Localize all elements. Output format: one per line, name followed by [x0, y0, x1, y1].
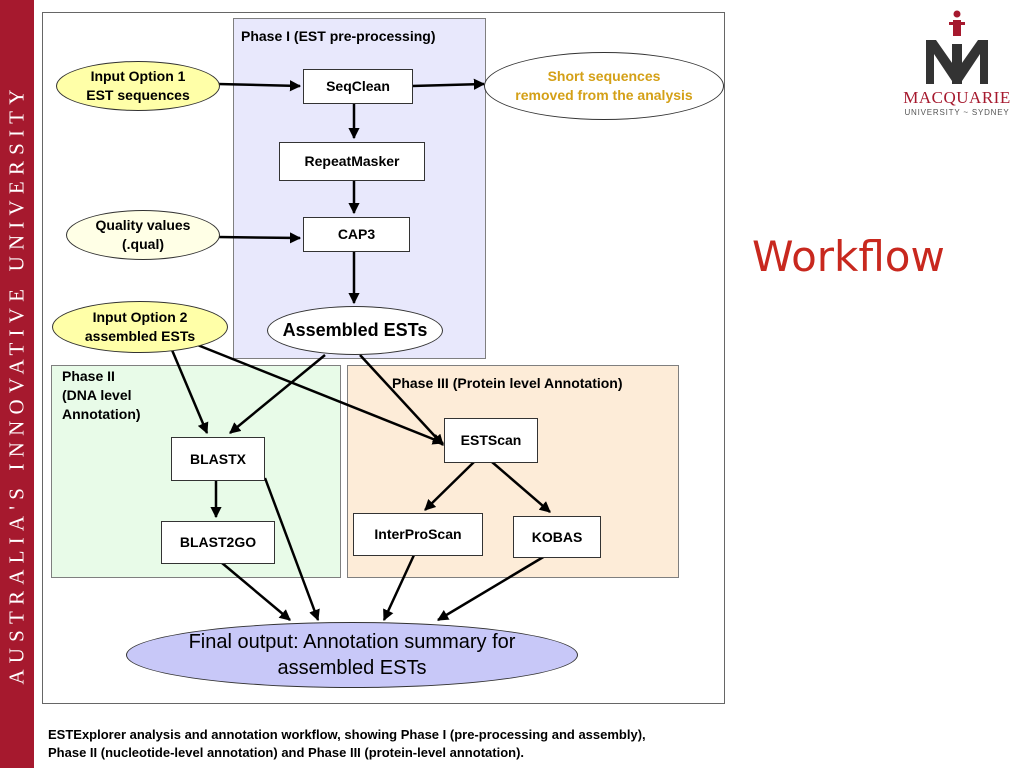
phase1-title: Phase I (EST pre-processing) [241, 28, 436, 44]
arrow-assembled-estscan [359, 354, 444, 446]
macquarie-logo: MACQUARIE UNIVERSITY ~ SYDNEY [895, 8, 1019, 120]
macquarie-crest-icon [926, 10, 988, 84]
cap3-box: CAP3 [303, 217, 410, 252]
assembled-ests-ellipse: Assembled ESTs [267, 306, 443, 355]
arrow-interproscan-final [382, 554, 416, 622]
phase2-title-line1: Phase II [62, 368, 115, 384]
arrow-input2-estscan [179, 336, 445, 445]
input-option2-ellipse: Input Option 2 assembled ESTs [52, 301, 228, 353]
short-sequences-ellipse: Short sequences removed from the analysis [484, 52, 724, 120]
blast2go-box: BLAST2GO [161, 521, 275, 564]
arrow-estscan-interproscan [424, 461, 475, 511]
phase2-title-line3: Annotation) [62, 406, 141, 422]
input-option1-ellipse: Input Option 1 EST sequences [56, 61, 220, 111]
final-output-line2: assembled ESTs [277, 657, 427, 679]
final-output-line1: Final output: Annotation summary for [188, 631, 516, 653]
arrow-estscan-kobas [491, 461, 551, 513]
seqclean-box: SeqClean [303, 69, 413, 104]
slide-title: Workflow [752, 232, 945, 281]
arrow-input1-seqclean [217, 80, 302, 92]
caption-line1: ESTExplorer analysis and annotation work… [48, 727, 646, 742]
quality-values-line1: Quality values [95, 217, 191, 233]
arrow-input2-blastx [170, 349, 209, 435]
short-sequences-line2: removed from the analysis [515, 87, 693, 103]
arrow-assembled-blastx [229, 354, 326, 434]
quality-values-line2: (.qual) [122, 236, 164, 252]
arrow-seqclean-short [411, 78, 486, 90]
kobas-box: KOBAS [513, 516, 601, 558]
repeatmasker-box: RepeatMasker [279, 142, 425, 181]
input-option1-line1: Input Option 1 [90, 68, 186, 84]
blastx-box: BLASTX [171, 437, 265, 481]
arrow-blastx-final [263, 477, 320, 622]
input-option2-line1: Input Option 2 [92, 309, 188, 325]
final-output-ellipse: Final output: Annotation summary for asse… [126, 622, 578, 688]
arrow-blast2go-final [221, 562, 291, 621]
arrow-kobas-final [437, 554, 546, 622]
sidebar-banner: AUSTRALIA'S INNOVATIVE UNIVERSITY [0, 0, 34, 768]
figure-caption: ESTExplorer analysis and annotation work… [48, 726, 848, 762]
logo-subtitle: UNIVERSITY ~ SYDNEY [904, 108, 1010, 117]
short-sequences-line1: Short sequences [547, 68, 661, 84]
phase3-title: Phase III (Protein level Annotation) [392, 375, 623, 391]
logo-name: MACQUARIE [903, 88, 1011, 107]
estscan-box: ESTScan [444, 418, 538, 463]
arrow-quality-cap3 [217, 232, 302, 244]
phase2-title-line2: (DNA level [62, 387, 132, 403]
input-option1-line2: EST sequences [86, 87, 190, 103]
interproscan-box: InterProScan [353, 513, 483, 556]
input-option2-line2: assembled ESTs [84, 328, 196, 344]
quality-values-ellipse: Quality values (.qual) [66, 210, 220, 260]
caption-line2: Phase II (nucleotide-level annotation) a… [48, 745, 525, 760]
